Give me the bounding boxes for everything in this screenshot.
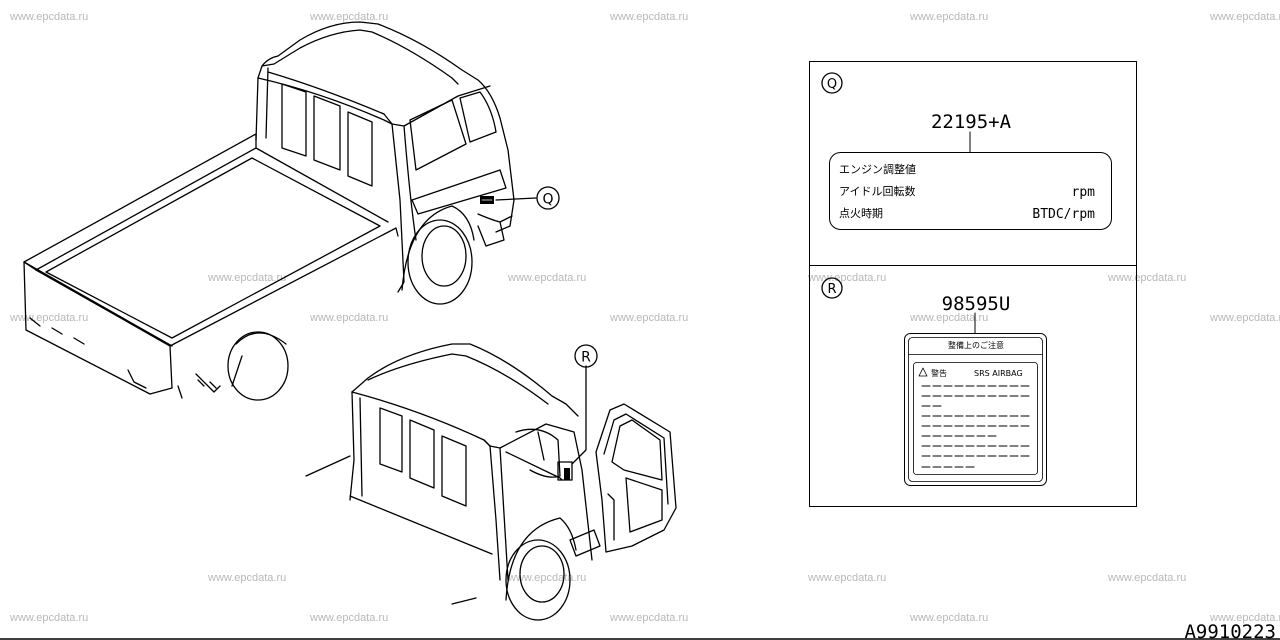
panel-r-letter: R — [827, 282, 836, 297]
watermark: www.epcdata.ru — [610, 11, 689, 23]
watermark: www.epcdata.ru — [1108, 572, 1187, 584]
watermark: www.epcdata.ru — [1108, 272, 1187, 284]
label-row-1-left: アイドル回転数 — [839, 185, 915, 198]
watermark: www.epcdata.ru — [10, 312, 89, 324]
watermark: www.epcdata.ru — [310, 11, 389, 23]
panel-r-marker — [821, 277, 843, 299]
diagram-id: A9910223 — [1184, 621, 1276, 640]
callout-q-marker — [536, 186, 560, 210]
watermark: www.epcdata.ru — [208, 572, 287, 584]
watermark: www.epcdata.ru — [1210, 312, 1280, 324]
label-row-2-right: BTDC/rpm — [1032, 207, 1095, 222]
watermark: www.epcdata.ru — [910, 312, 989, 324]
watermark: www.epcdata.ru — [808, 272, 887, 284]
watermark: www.epcdata.ru — [508, 572, 587, 584]
airbag-warning-title: SRS AIRBAG — [974, 369, 1023, 378]
watermark: www.epcdata.ru — [1210, 11, 1280, 23]
label-row-2-left: 点火時期 — [839, 207, 883, 220]
watermark: www.epcdata.ru — [610, 312, 689, 324]
warning-triangle-icon — [918, 367, 928, 377]
airbag-warning-label — [904, 333, 1047, 486]
panel-q-part-number: 22195+A — [931, 111, 1012, 133]
panel-q-letter: Q — [827, 77, 837, 92]
watermark: www.epcdata.ru — [610, 612, 689, 624]
watermark: www.epcdata.ru — [10, 612, 89, 624]
watermark: www.epcdata.ru — [910, 11, 989, 23]
truck-flatbed-illustration — [23, 21, 537, 401]
watermark: www.epcdata.ru — [1210, 612, 1280, 624]
engine-tune-label — [829, 152, 1112, 230]
truck-cab-open-door-illustration — [305, 343, 677, 621]
label-panels: Q 22195+A エンジン調整値 アイドル回転数 rpm 点火時期 BTDC/… — [809, 61, 1137, 507]
airbag-warning-word: 警告 — [931, 368, 947, 378]
airbag-label-header: 整備上のご注意 — [948, 340, 1004, 350]
watermark: www.epcdata.ru — [508, 272, 587, 284]
watermark: www.epcdata.ru — [910, 612, 989, 624]
label-row-1-right: rpm — [1072, 185, 1096, 200]
watermark: www.epcdata.ru — [208, 272, 287, 284]
panel-r-part-number: 98595U — [942, 293, 1011, 315]
callout-q-letter: Q — [542, 192, 553, 208]
watermark: www.epcdata.ru — [310, 612, 389, 624]
watermark: www.epcdata.ru — [10, 11, 89, 23]
label-row-0-left: エンジン調整値 — [839, 162, 916, 176]
callout-r-marker — [574, 344, 598, 368]
callout-r-letter: R — [581, 350, 591, 366]
panel-q-marker — [821, 72, 843, 94]
label-text-lines — [921, 385, 1030, 468]
watermark: www.epcdata.ru — [310, 312, 389, 324]
watermark: www.epcdata.ru — [808, 572, 887, 584]
